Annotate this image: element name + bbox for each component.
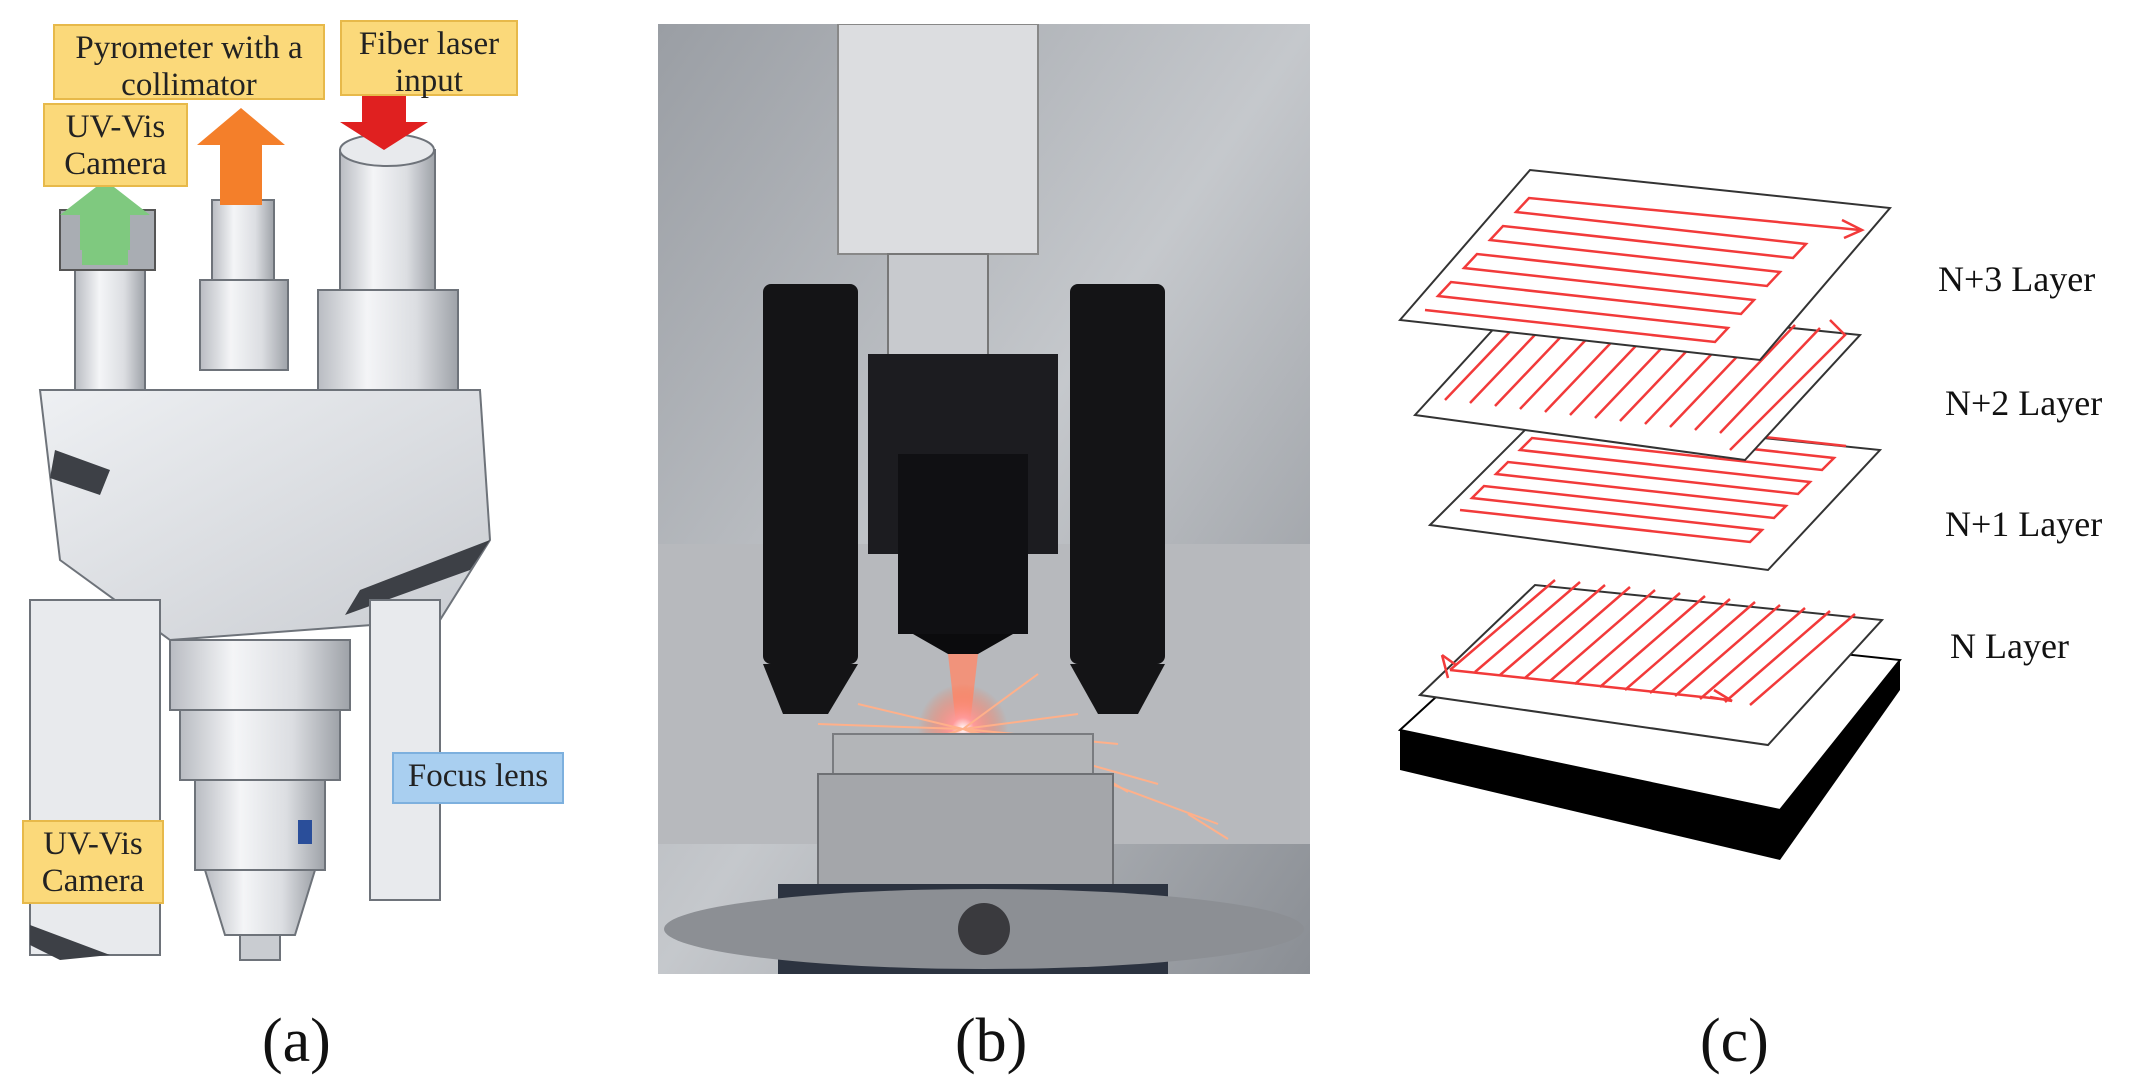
- optics-stack-2: [179, 709, 341, 781]
- head-upper-box: [837, 24, 1039, 255]
- panel-c-scan-strategy: N+3 Layer N+2 Layer N+1 Layer N Layer: [1390, 150, 2155, 910]
- layer-label-n2: N+2 Layer: [1945, 383, 2103, 423]
- laser-red-arrow: [340, 92, 428, 150]
- right-module-tip: [1070, 664, 1165, 714]
- layer-label-n: N Layer: [1950, 626, 2069, 666]
- substrate-side-right: [1780, 660, 1900, 860]
- focus-lens-callout-text: Focus lens: [407, 758, 549, 794]
- layer-n3: [1397, 168, 1892, 362]
- process-photo: [658, 24, 1310, 974]
- nozzle-cone: [913, 634, 1013, 654]
- panel-a-cad-head: Pyrometer with a collimator Fiber laser …: [0, 0, 600, 980]
- nozzle-tip: [239, 934, 281, 961]
- uvvis-green-arrow-shaft: [82, 215, 128, 265]
- substrate-side-front: [1400, 730, 1780, 860]
- vise-screw: [958, 903, 1010, 955]
- fiber-laser-callout: Fiber laser input: [340, 20, 518, 99]
- blue-fitting: [298, 820, 312, 844]
- caption-b: (b): [955, 1007, 1028, 1075]
- layer-stack-diagram: [1397, 168, 1902, 860]
- pyrometer-callout: Pyrometer with a collimator: [53, 24, 325, 103]
- caption-a: (a): [262, 1007, 331, 1075]
- left-column-foot: [30, 925, 110, 960]
- uvvis-bottom-callout-text: UV-Vis Camera: [41, 826, 145, 899]
- focus-column: [898, 454, 1028, 634]
- housing-dark-window-right: [345, 540, 490, 615]
- right-black-module: [1070, 284, 1165, 664]
- laser-tube: [339, 149, 436, 311]
- layer-label-n3: N+3 Layer: [1938, 259, 2096, 299]
- right-column: [369, 599, 441, 901]
- focus-lens-callout: Focus lens: [392, 752, 564, 804]
- caption-c: (c): [1700, 1007, 1769, 1075]
- pyrometer-orange-arrow: [197, 108, 285, 205]
- vise-jaws: [817, 773, 1114, 895]
- nozzle: [203, 869, 317, 936]
- uvvis-bottom-callout: UV-Vis Camera: [22, 820, 164, 904]
- layer-label-n1: N+1 Layer: [1945, 504, 2103, 544]
- workpiece: [832, 733, 1094, 775]
- fiber-laser-callout-text: Fiber laser input: [358, 26, 500, 99]
- pyrometer-callout-text: Pyrometer with a collimator: [75, 30, 303, 103]
- optics-stack-1: [169, 639, 351, 711]
- left-module-tip: [763, 664, 858, 714]
- left-camera-tube: [74, 254, 146, 416]
- cad-head-drawing: [29, 92, 492, 961]
- uvvis-top-callout-text: UV-Vis Camera: [64, 109, 167, 182]
- left-black-module: [763, 284, 858, 664]
- pyrometer-collar: [199, 279, 289, 371]
- layer-n: [1417, 579, 1885, 747]
- panel-b-process-photo: [658, 24, 1310, 974]
- housing-dark-window-left: [50, 450, 110, 495]
- uvvis-top-callout: UV-Vis Camera: [43, 103, 188, 187]
- layer-n1: [1427, 412, 1883, 572]
